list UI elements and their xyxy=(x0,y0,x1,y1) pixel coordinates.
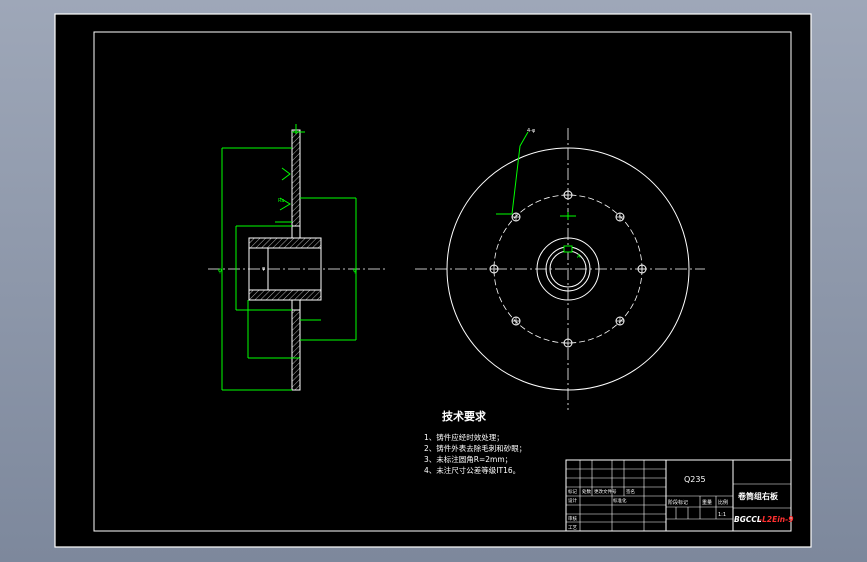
sheet-background xyxy=(54,13,812,548)
tech-req-item: 1、铸件应经时效处理； xyxy=(424,432,504,442)
dim-bore-label: φ xyxy=(262,266,266,272)
tech-req-heading: 技术要求 xyxy=(442,409,487,423)
row-craft: 工艺 xyxy=(568,525,577,531)
front-view: 4-φ A xyxy=(415,128,705,410)
row-check: 审核 xyxy=(568,515,577,522)
row-standard: 标准化 xyxy=(613,497,627,504)
surface-mark-label: Ra xyxy=(278,198,284,204)
drawing-number-prefix: BGCCL xyxy=(734,515,762,524)
row-change: 更改文件号 xyxy=(594,488,617,495)
tech-req-item: 4、未注尺寸公差等级IT16。 xyxy=(424,465,520,475)
row-mark: 标记 xyxy=(568,488,577,495)
key-label: A xyxy=(577,254,581,260)
weight-label: 重量 xyxy=(702,499,712,506)
tech-req-item: 3、未标注圆角R=2mm； xyxy=(424,454,512,464)
section-view: φ φ φ Ra xyxy=(208,124,388,391)
dim-flange-diameter: φ xyxy=(353,267,357,274)
bolt-holes xyxy=(489,190,647,348)
row-sign: 签名 xyxy=(626,488,635,495)
stage-label: 阶段标记 xyxy=(668,499,688,506)
dim-outer-diameter: φ xyxy=(218,267,222,274)
drawing-number-suffix: -L2Ein-9 xyxy=(759,515,793,524)
scale-label: 比例 xyxy=(718,499,728,506)
inner-frame xyxy=(93,31,792,532)
scale-value: 1:1 xyxy=(718,512,726,518)
tech-req-item: 2、铸件外表去除毛刺和砂眼； xyxy=(424,443,526,453)
hole-callout: 4-φ xyxy=(527,128,536,134)
row-design: 设计 xyxy=(568,497,577,504)
material-label: Q235 xyxy=(684,475,706,484)
technical-requirements: 技术要求 1、铸件应经时效处理； 2、铸件外表去除毛刺和砂眼； 3、未标注圆角R… xyxy=(424,409,526,475)
row-count: 处数 xyxy=(582,488,591,495)
title-block: Q235 卷筒组右板 BGCCL -L2Ein-9 阶段标记 重量 比例 1:1… xyxy=(565,459,793,532)
part-name: 卷筒组右板 xyxy=(737,491,779,501)
